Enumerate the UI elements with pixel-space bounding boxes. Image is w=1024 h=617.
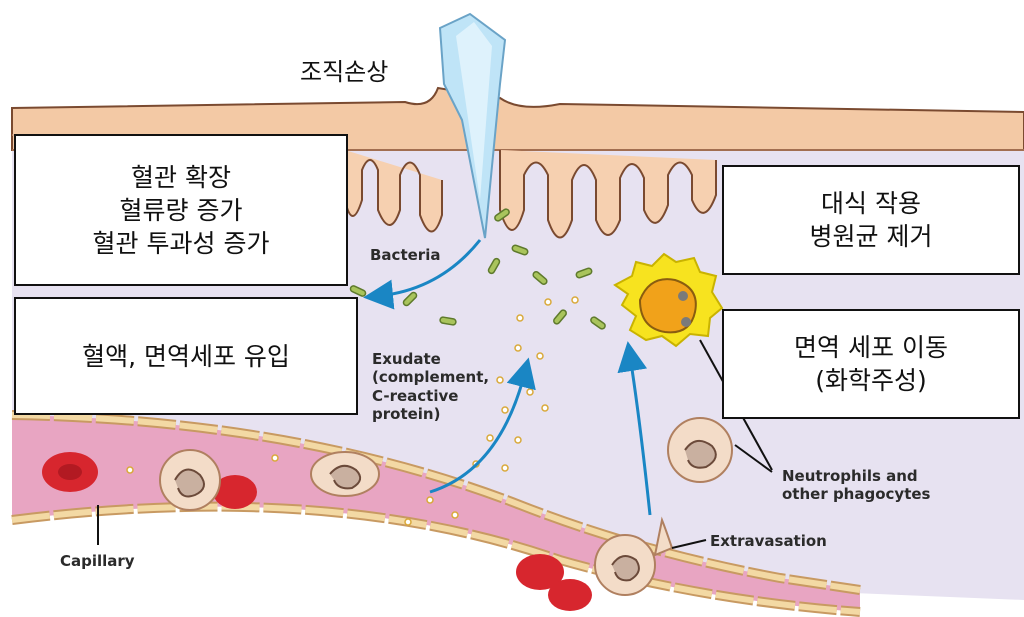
exudate-line: (complement, xyxy=(372,368,489,386)
exudate-line: C-reactive xyxy=(372,387,489,405)
exudate-label: Exudate (complement, C-reactive protein) xyxy=(372,350,489,423)
injury-label: 조직손상 xyxy=(300,52,388,87)
phagocytosis-callout: 대식 작용 병원균 제거 xyxy=(722,165,1020,275)
extravasation-label: Extravasation xyxy=(710,532,827,550)
vasodilation-line: 혈관 확장 xyxy=(131,161,231,194)
capillary-label: Capillary xyxy=(60,552,135,570)
vasodilation-line: 혈관 투과성 증가 xyxy=(93,227,270,260)
neutrophils-line: other phagocytes xyxy=(782,485,930,503)
migration-line: 면역 세포 이동 xyxy=(794,331,948,364)
ingested-bacterium xyxy=(681,317,691,327)
ingested-bacterium xyxy=(678,291,688,301)
migration-callout: 면역 세포 이동 (화학주성) xyxy=(722,309,1020,419)
influx-callout: 혈액, 면역세포 유입 xyxy=(14,297,358,415)
influx-line: 혈액, 면역세포 유입 xyxy=(82,340,290,373)
exudate-line: Exudate xyxy=(372,350,489,368)
phagocytosis-line: 대식 작용 xyxy=(821,187,921,220)
vasodilation-line: 혈류량 증가 xyxy=(120,194,243,227)
neutrophil-nucleus xyxy=(685,441,716,468)
bacteria-label: Bacteria xyxy=(370,246,440,264)
exudate-line: protein) xyxy=(372,405,489,423)
migration-line: (화학주성) xyxy=(815,364,927,397)
neutrophil-nucleus xyxy=(175,470,204,497)
neutrophils-label: Neutrophils and other phagocytes xyxy=(782,467,930,504)
red-blood-cell-center xyxy=(58,464,82,480)
phagocytosis-line: 병원균 제거 xyxy=(810,220,933,253)
vasodilation-callout: 혈관 확장 혈류량 증가 혈관 투과성 증가 xyxy=(14,134,348,286)
red-blood-cell xyxy=(548,579,592,611)
neutrophils-line: Neutrophils and xyxy=(782,467,930,485)
